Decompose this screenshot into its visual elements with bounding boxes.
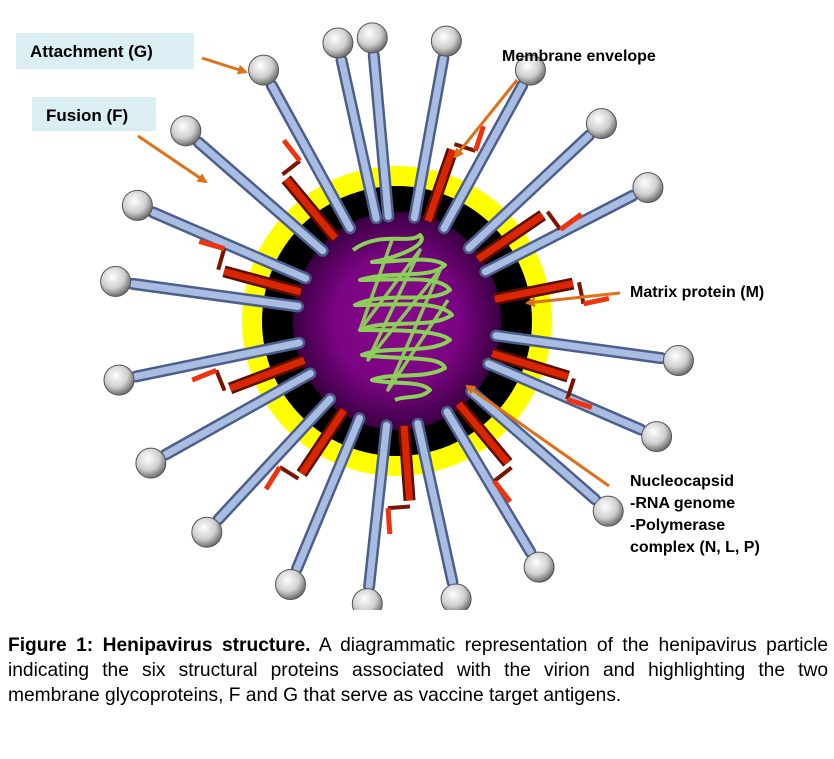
fusion-arrow bbox=[137, 134, 208, 184]
attachment-glycoprotein-g bbox=[100, 265, 304, 313]
attachment-glycoprotein-g bbox=[408, 25, 462, 224]
nucleocapsid-label: Nucleocapsid -RNA genome -Polymerase com… bbox=[630, 471, 760, 559]
attachment-glycoprotein-g bbox=[437, 54, 546, 235]
attachment-glycoprotein-g bbox=[121, 189, 312, 285]
matrix-arrow bbox=[525, 291, 621, 308]
figure-caption: Figure 1: Henipavirus structure. A diagr… bbox=[8, 633, 828, 708]
membrane-envelope-label: Membrane envelope bbox=[502, 48, 656, 65]
nucleocapsid-arrow bbox=[465, 384, 610, 488]
fusion-protein-f bbox=[198, 239, 303, 298]
attachment-glycoprotein-g bbox=[479, 172, 664, 278]
attachment-glycoprotein-g bbox=[462, 108, 617, 255]
attachment-glycoprotein-g bbox=[465, 385, 624, 527]
attachment-arrow bbox=[201, 56, 248, 75]
matrix-protein-label: Matrix protein (M) bbox=[630, 284, 765, 301]
attachment-glycoprotein-g bbox=[170, 115, 329, 257]
henipavirus-diagram bbox=[100, 22, 694, 610]
attachment-glycoprotein-g bbox=[248, 54, 357, 235]
membrane-arrow bbox=[453, 79, 519, 159]
nucleocapsid-line-3: -Polymerase bbox=[630, 517, 726, 534]
rna-genome-strand bbox=[358, 239, 450, 392]
attachment-glycoprotein-g bbox=[356, 22, 395, 223]
fusion-protein-f bbox=[385, 425, 416, 535]
attachment-glycoprotein-g bbox=[441, 405, 555, 583]
fusion-label: Fusion (F) bbox=[32, 97, 156, 131]
attachment-glycoprotein-g bbox=[275, 412, 366, 601]
attachment-glycoprotein-g bbox=[351, 419, 393, 610]
nucleocapsid-line-2: -RNA genome bbox=[630, 495, 736, 512]
fusion-protein-f bbox=[422, 125, 486, 224]
glycoprotein-spikes bbox=[100, 22, 694, 610]
attachment-glycoprotein-g bbox=[135, 367, 317, 479]
fusion-protein-f bbox=[453, 399, 513, 504]
attachment-glycoprotein-g bbox=[322, 27, 383, 225]
nucleocapsid-line-1: Nucleocapsid bbox=[630, 473, 735, 490]
attachment-glycoprotein-g bbox=[490, 329, 694, 377]
fusion-protein-f bbox=[474, 210, 583, 265]
attachment-glycoprotein-g bbox=[411, 417, 472, 610]
attachment-glycoprotein-g bbox=[191, 393, 337, 548]
fusion-protein-f bbox=[281, 138, 341, 243]
attachment-glycoprotein-g bbox=[482, 357, 673, 453]
rna-genome bbox=[351, 233, 454, 402]
attachment-label: Attachment (G) bbox=[16, 33, 194, 69]
caption-text: A diagrammatic representation of the hen… bbox=[8, 635, 829, 706]
nucleocapsid-line-4: complex (N, L, P) bbox=[630, 539, 760, 556]
fusion-protein-f bbox=[263, 406, 350, 491]
attachment-glycoprotein-g bbox=[103, 336, 306, 396]
fusion-protein-f bbox=[490, 347, 593, 410]
fusion-protein-f bbox=[493, 277, 610, 307]
caption-title: Figure 1: Henipavirus structure. bbox=[8, 635, 311, 656]
fusion-protein-f bbox=[191, 354, 307, 395]
